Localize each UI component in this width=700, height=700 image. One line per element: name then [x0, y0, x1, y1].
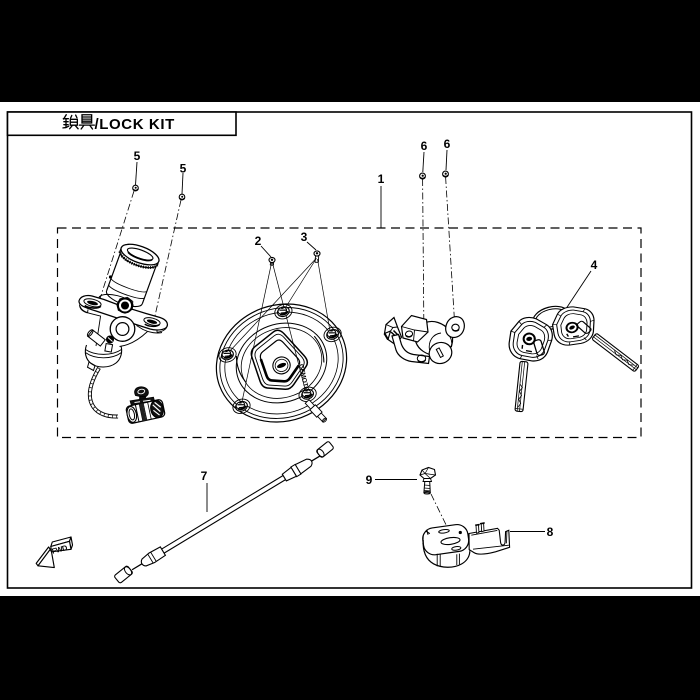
svg-text:FWD: FWD	[51, 543, 68, 556]
svg-text:1: 1	[378, 172, 385, 186]
svg-text:5: 5	[180, 162, 187, 176]
svg-text:8: 8	[547, 525, 554, 539]
svg-text:3: 3	[301, 230, 308, 244]
svg-text:9: 9	[366, 473, 373, 487]
svg-text:4: 4	[591, 258, 598, 272]
svg-text:5: 5	[134, 149, 141, 163]
svg-text:6: 6	[421, 139, 428, 153]
svg-text:/LOCK KIT: /LOCK KIT	[95, 116, 175, 133]
svg-text:6: 6	[444, 137, 451, 151]
svg-text:2: 2	[255, 234, 262, 248]
svg-text:7: 7	[201, 469, 208, 483]
